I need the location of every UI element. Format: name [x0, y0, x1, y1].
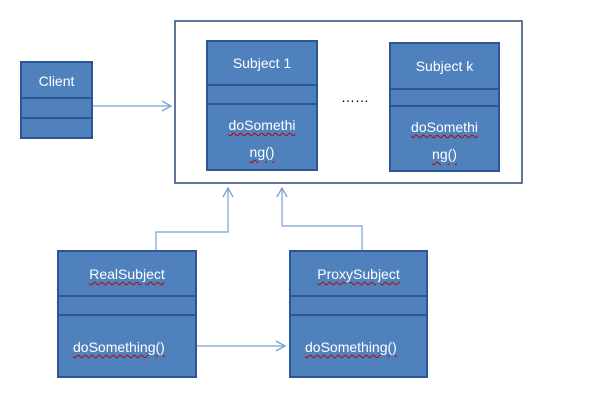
- client-methods-section: [22, 119, 91, 137]
- proxysubject-method: doSomething(): [305, 339, 397, 355]
- subject-k-attributes-section: [391, 90, 498, 107]
- proxysubject-to-container-arrow: [276, 186, 363, 250]
- subject-k-name-section: Subject k: [391, 44, 498, 90]
- realsubject-methods-section: doSomething(): [59, 316, 195, 376]
- subject-1-method-line-2: ng(): [249, 144, 275, 160]
- subject-k-name: Subject k: [415, 58, 474, 74]
- realsubject-name: RealSubject: [89, 266, 165, 282]
- realsubject-attributes-section: [59, 297, 195, 316]
- proxysubject-attributes-section: [291, 297, 426, 316]
- subject-k-method-line-1: doSomethi: [411, 119, 478, 135]
- subject-1-name-section: Subject 1: [208, 42, 316, 86]
- ellipsis: ……: [341, 89, 369, 105]
- subject-k-method-line-2: ng(): [432, 146, 457, 162]
- subject-1-class: Subject 1 doSomethi ng(): [206, 40, 318, 171]
- realsubject-method: doSomething(): [73, 339, 165, 355]
- subjects-container: [174, 20, 523, 184]
- proxysubject-name: ProxySubject: [317, 266, 400, 282]
- realsubject-name-section: RealSubject: [59, 252, 195, 297]
- subject-1-name: Subject 1: [232, 55, 292, 71]
- subject-k-methods-section: doSomethi ng(): [391, 107, 498, 170]
- realsubject-to-container-arrow: [155, 186, 234, 250]
- client-name: Client: [38, 73, 75, 89]
- subject-k-class: Subject k doSomethi ng(): [389, 42, 500, 172]
- proxysubject-name-section: ProxySubject: [291, 252, 426, 297]
- client-attributes-section: [22, 99, 91, 119]
- client-class: Client: [20, 61, 93, 139]
- subject-1-attributes-section: [208, 86, 316, 105]
- proxysubject-methods-section: doSomething(): [291, 316, 426, 376]
- subject-1-methods-section: doSomethi ng(): [208, 105, 316, 169]
- proxysubject-class: ProxySubject doSomething(): [289, 250, 428, 378]
- realsubject-class: RealSubject doSomething(): [57, 250, 197, 378]
- client-name-section: Client: [22, 63, 91, 99]
- subject-1-method-line-1: doSomethi: [228, 117, 296, 133]
